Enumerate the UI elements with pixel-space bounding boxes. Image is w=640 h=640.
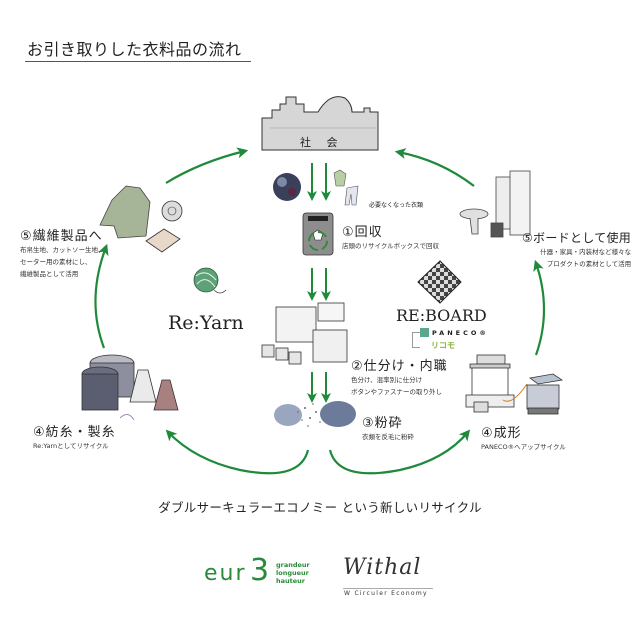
eur3-logo-digit: 3 xyxy=(250,553,270,588)
step-desc: 色分け、混率別に仕分け xyxy=(351,376,423,384)
step-desc: PANECO®へアップサイクル xyxy=(481,443,566,451)
down-arrows xyxy=(307,163,331,403)
brand-bracket xyxy=(412,332,420,348)
cycle-arrows xyxy=(94,147,546,475)
step-desc: 布帛生地、カットソー生地、 xyxy=(20,246,105,254)
withal-logo-rule xyxy=(343,588,433,589)
reyarn-brand: Re:Yarn xyxy=(168,312,244,334)
fabric-stack-icon xyxy=(145,228,181,253)
step-sort: ②仕分け・内職 色分け、混率別に仕分け ボタンやファスナーの取り外し xyxy=(351,355,448,398)
checker-board-icon xyxy=(417,260,462,304)
flower-icon xyxy=(161,200,183,222)
yarn-ball-icon xyxy=(193,267,227,294)
recycle-box-icon xyxy=(302,212,334,256)
clothes-photo-icon xyxy=(273,173,301,201)
eur3-sub-line: hauteur xyxy=(276,577,305,585)
step-title: ④紡糸・製糸 xyxy=(33,425,116,440)
step-desc: Re:Yarnとしてリサイクル xyxy=(33,442,109,450)
step-title: ①回収 xyxy=(342,225,383,240)
jacket-icon xyxy=(99,185,151,239)
step-crush: ③粉砕 衣類を反毛に粉砕 xyxy=(362,412,414,443)
fiber-pile-icon xyxy=(274,401,356,427)
step-title: ⑤繊維製品へ xyxy=(20,229,103,244)
shirt-pants-icon xyxy=(333,169,359,206)
paneco-brand: PANECO® xyxy=(432,329,489,337)
step-desc: 衣類を反毛に粉砕 xyxy=(362,433,414,441)
paneco-logo-icon xyxy=(420,328,429,337)
page-title: お引き取りした衣料品の流れ xyxy=(27,40,242,59)
step-mold: ④成形 PANECO®へアップサイクル xyxy=(481,422,566,453)
step-title: ③粉砕 xyxy=(362,416,403,431)
step-title: ②仕分け・内職 xyxy=(351,359,448,374)
step-spin: ④紡糸・製糸 Re:Yarnとしてリサイクル xyxy=(33,421,116,452)
eur3-sub-line: grandeur xyxy=(276,561,310,569)
step-desc: 什器・家具・内装材など様々な xyxy=(540,248,632,256)
rikomo-brand: リコモ xyxy=(431,341,455,350)
reboard-brand: RE:BOARD xyxy=(396,306,487,325)
title-underline xyxy=(25,61,251,62)
step-desc: 店頭のリサイクルボックスで回収 xyxy=(342,242,439,250)
eur3-logo-text: eur xyxy=(204,561,247,586)
step-desc: 繊維製品として活用 xyxy=(20,270,79,278)
yarn-spools-icon xyxy=(81,354,179,421)
step-desc: ボタンやファスナーの取り外し xyxy=(351,388,442,396)
society-label: 社 会 xyxy=(300,136,344,149)
unneeded-clothes-label: 必要なくなった衣類 xyxy=(369,202,424,209)
eur3-logo-sub: grandeur longueur hauteur xyxy=(276,561,310,585)
shelf-furniture-icon xyxy=(459,170,531,238)
step-board: ⑤ボードとして使用 什器・家具・内装材など様々な プロダクトの素材として活用 xyxy=(522,229,631,270)
tagline: ダブルサーキュラーエコノミー という新しいリサイクル xyxy=(158,500,482,515)
factory-icon xyxy=(261,302,348,365)
step-desc: セーター用の素材にし、 xyxy=(20,258,92,266)
step-title: ⑤ボードとして使用 xyxy=(522,231,632,245)
step-title: ④成形 xyxy=(481,426,522,441)
step-desc: プロダクトの素材として活用 xyxy=(546,260,632,268)
press-machine-icon xyxy=(465,354,564,415)
step-textile: ⑤繊維製品へ 布帛生地、カットソー生地、 セーター用の素材にし、 繊維製品として… xyxy=(20,225,105,280)
withal-logo-text: Withal xyxy=(343,555,422,580)
step-collect: ①回収 店頭のリサイクルボックスで回収 xyxy=(342,221,439,252)
withal-logo-sub: W Circuler Economy xyxy=(344,590,428,597)
city-skyline-icon xyxy=(261,96,379,151)
eur3-sub-line: longueur xyxy=(276,569,309,577)
